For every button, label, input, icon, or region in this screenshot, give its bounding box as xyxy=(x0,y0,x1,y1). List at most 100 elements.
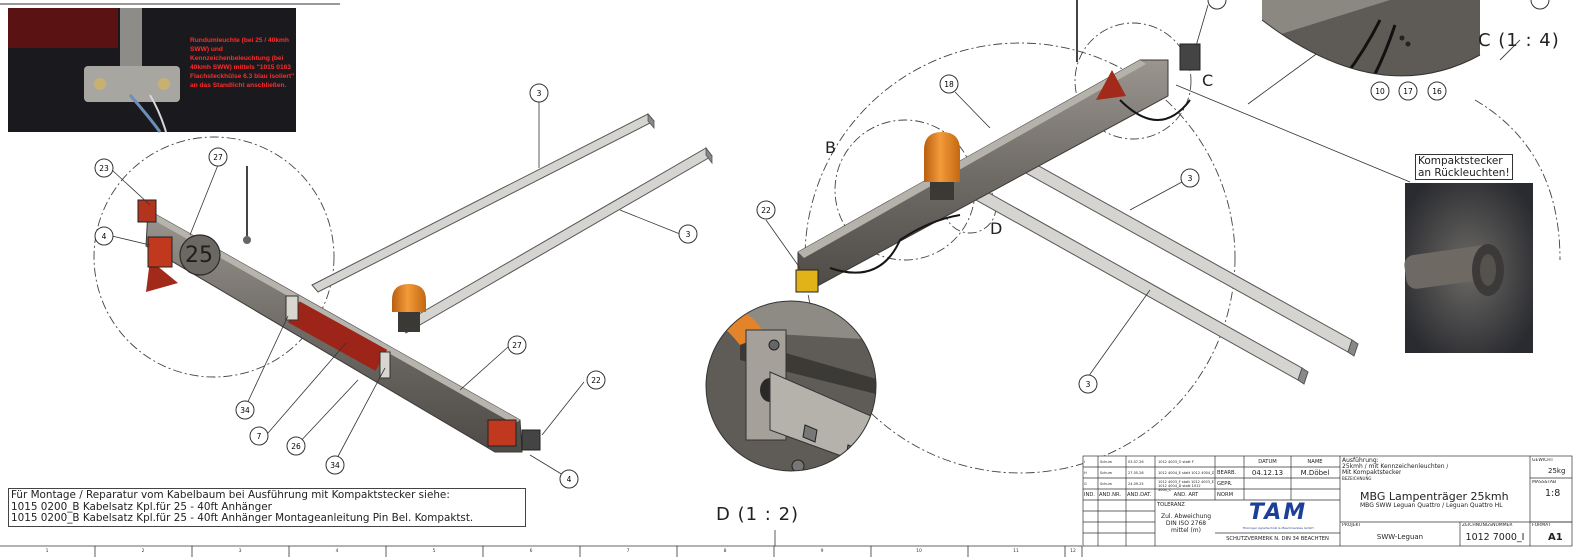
svg-text:22: 22 xyxy=(591,376,601,385)
rev-ind-2: H xyxy=(1084,471,1087,475)
toleranz-line-1: Zul. Abweichung xyxy=(1160,513,1212,520)
balloon-22a: 22 xyxy=(586,370,606,390)
lamp-carrier-left: 25 xyxy=(137,199,541,453)
rail-left-upper xyxy=(311,112,655,293)
balloon-17: 17 xyxy=(1398,81,1418,101)
bearb-date: 04.12.13 xyxy=(1251,469,1284,477)
balloons: 23 27 4 3 3 27 22 4 34 7 26 34 18 22 3 3… xyxy=(94,0,1550,489)
rev-header-ind: IND. xyxy=(1084,492,1096,498)
schutzvermerk: SCHUTZVERMERK N. DIN 34 BEACHTEN xyxy=(1226,536,1329,542)
balloon-27a: 27 xyxy=(208,147,228,167)
toleranz-label: TOLERANZ xyxy=(1157,502,1185,508)
gewicht-label: GEWICHT xyxy=(1532,458,1554,463)
svg-text:3: 3 xyxy=(1086,380,1091,389)
balloon-27b: 27 xyxy=(507,335,527,355)
toleranz-line-2: DIN ISO 2768 xyxy=(1165,520,1207,527)
col-name: NAME xyxy=(1307,459,1323,465)
kompakt-label: Kompaktstecker an Rückleuchten! xyxy=(1415,154,1513,180)
rear-lamp-left xyxy=(137,199,157,223)
zone-6: 6 xyxy=(530,548,533,554)
rail-left-lower xyxy=(399,146,713,334)
rev-desc-1: 1012 4003_O statt F xyxy=(1158,460,1194,464)
view-label-d: D xyxy=(990,219,1002,238)
svg-text:3: 3 xyxy=(686,230,691,239)
svg-text:18: 18 xyxy=(944,80,954,89)
zone-10: 10 xyxy=(916,548,922,554)
balloon-16: 16 xyxy=(1427,81,1447,101)
balloon-7: 7 xyxy=(249,426,269,446)
rev-name-2: Schum xyxy=(1100,471,1112,475)
row-gepr: GEPR. xyxy=(1217,481,1233,487)
note-line-2: 1015 0200_B Kabelsatz Kpl.für 25 - 40ft … xyxy=(11,501,272,513)
rev-header-aendnr: ÄND.NR. xyxy=(1099,492,1122,498)
zone-3: 3 xyxy=(239,548,242,554)
svg-text:7: 7 xyxy=(257,432,262,441)
rev-ind-1: I xyxy=(1084,460,1086,464)
balloon-4a: 4 xyxy=(94,226,114,246)
svg-text:27: 27 xyxy=(512,341,522,350)
beacon-left xyxy=(392,284,426,332)
svg-text:4: 4 xyxy=(567,475,572,484)
drawing-subtitle: MBG SWW Leguan Quattro / Leguan Quattro … xyxy=(1360,502,1503,509)
montage-note: Für Montage / Reparatur vom Kabelbaum be… xyxy=(8,488,526,527)
projekt-value: SWW-Leguan xyxy=(1376,533,1424,541)
zone-1: 1 xyxy=(46,548,49,554)
massstab-value: 1:8 xyxy=(1545,488,1561,499)
svg-text:27: 27 xyxy=(213,153,223,162)
ausfuehrung-line-1: Ausführung: xyxy=(1342,457,1379,464)
balloon-18: 18 xyxy=(939,74,959,94)
svg-text:16: 16 xyxy=(1432,87,1442,96)
col-datum: DATUM xyxy=(1258,459,1277,465)
bearb-name: M.Döbel xyxy=(1300,469,1330,477)
svg-text:3: 3 xyxy=(537,89,542,98)
rev-date-3: 24.09.25 xyxy=(1128,482,1144,486)
detail-d-view xyxy=(705,300,877,472)
svg-text:26: 26 xyxy=(291,442,301,451)
balloon-3c: 3 xyxy=(1180,168,1200,188)
carrier-number: 25 xyxy=(185,243,213,268)
svg-text:10: 10 xyxy=(1375,87,1385,96)
detail-c-view xyxy=(1261,0,1481,77)
projekt-label: PROJEKT xyxy=(1342,523,1361,528)
rev-ind-3: G xyxy=(1084,482,1087,486)
zone-11: 11 xyxy=(1013,548,1019,554)
detail-c-title: C (1 : 4) xyxy=(1478,30,1560,51)
zone-7: 7 xyxy=(627,548,630,554)
kompakt-line-1: Kompaktstecker xyxy=(1418,155,1503,167)
title-block xyxy=(1082,455,1573,547)
rev-date-1: 03.07.26 xyxy=(1128,460,1144,464)
format-value: A1 xyxy=(1548,532,1563,543)
balloon-34a: 34 xyxy=(235,400,255,420)
balloon-23: 23 xyxy=(94,158,114,178)
row-bearb: BEARB. xyxy=(1217,470,1237,476)
format-label: FORMAT xyxy=(1532,523,1551,528)
balloon-26: 26 xyxy=(286,436,306,456)
rev-desc-2: 1012 4004_E statt 1012 4004_D xyxy=(1158,471,1214,475)
photo-note: Rundumleuchte (bei 25 / 40kmh SWW) und K… xyxy=(190,37,295,89)
detail-d-title: D (1 : 2) xyxy=(716,504,800,525)
gewicht-value: 25kg xyxy=(1548,467,1566,475)
view-circle-b-left xyxy=(93,136,335,378)
balloon-3a: 3 xyxy=(529,83,549,103)
rev-date-2: 27.05.26 xyxy=(1128,471,1144,475)
company-logo: TAM xyxy=(1248,500,1308,525)
balloon-22b: 22 xyxy=(756,200,776,220)
rear-lamp-right xyxy=(487,419,517,447)
zeichnungsnummer-label: ZEICHNUNGSNUMMER xyxy=(1462,523,1513,528)
reflector-triangle-left xyxy=(146,260,178,292)
rev-name-3: Schum xyxy=(1100,482,1112,486)
leader-lines-left xyxy=(111,102,681,479)
photo-kompaktstecker xyxy=(1404,183,1533,353)
svg-text:23: 23 xyxy=(99,164,109,173)
balloon-3d: 3 xyxy=(1078,374,1098,394)
note-line-1: Für Montage / Reparatur vom Kabelbaum be… xyxy=(11,490,450,501)
zeichnungsnummer-value: 1012 7000_I xyxy=(1465,532,1525,543)
balloon-4b: 4 xyxy=(559,469,579,489)
rev-header-aenddat: ÄND.DAT. xyxy=(1127,492,1152,498)
massstab-label: MASSSTAB xyxy=(1532,480,1557,485)
lamp-carrier-right xyxy=(795,43,1201,293)
balloon-10: 10 xyxy=(1370,81,1390,101)
svg-text:34: 34 xyxy=(330,461,340,470)
zone-5: 5 xyxy=(433,548,436,554)
